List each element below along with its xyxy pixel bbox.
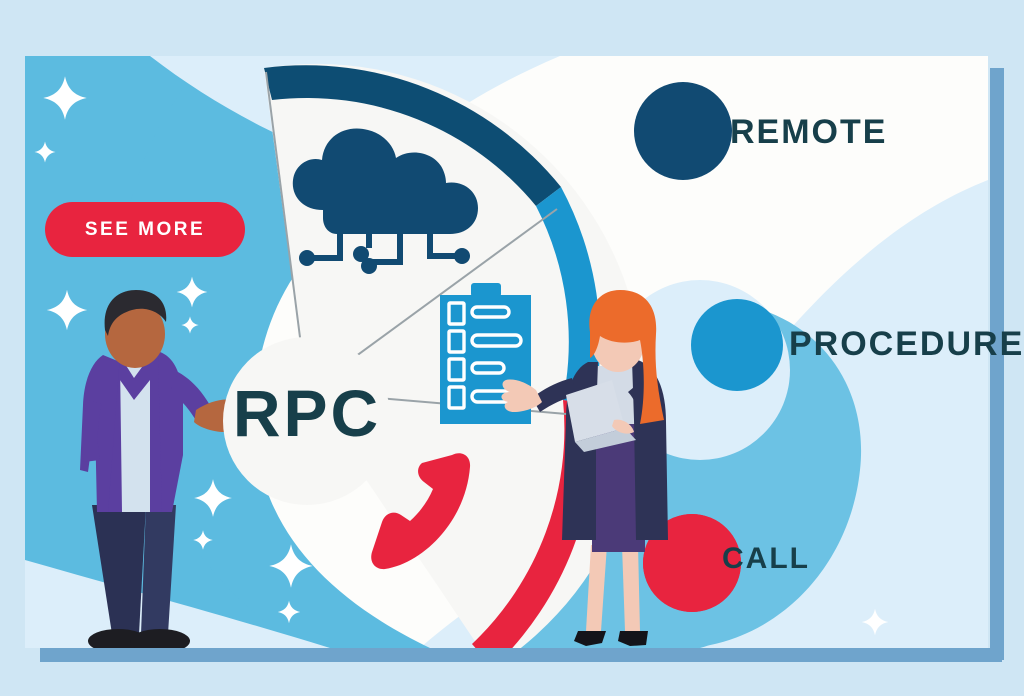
woman-hand-left [501, 379, 542, 412]
panel-shadow-bottom [40, 648, 1002, 662]
cloud-shape [292, 128, 478, 234]
panel-wave-bottomleft [25, 560, 330, 648]
legend-bullet-remote[interactable] [634, 82, 732, 180]
man-leg-left [92, 505, 146, 634]
handset-shape [371, 453, 471, 570]
man-hair [104, 290, 167, 336]
woman-leg-right [622, 545, 640, 631]
legend-label-remote: REMOTE [730, 113, 888, 151]
legend-label-procedure: PROCEDURE [789, 325, 1024, 363]
legend-bullet-procedure[interactable] [691, 299, 783, 391]
man-leg-right [141, 505, 176, 634]
cloud-network-icon[interactable] [292, 128, 478, 274]
man-shoe-right [130, 629, 190, 648]
telephone-handset-icon[interactable] [371, 453, 471, 570]
woman-skirt [592, 420, 645, 552]
panel-shadow-right [990, 68, 1004, 660]
man-head [105, 300, 165, 368]
man-arm-left [81, 400, 102, 462]
laptop-base [575, 428, 636, 452]
cloud-network-lines [313, 234, 456, 265]
laptop-screen[interactable] [566, 380, 625, 442]
rpc-center-label: RPC [232, 376, 382, 450]
woman-leg-left [586, 545, 607, 631]
see-more-button[interactable]: SEE MORE [45, 202, 245, 257]
woman-hand-right [612, 419, 634, 434]
fan-band-procedure[interactable] [536, 187, 601, 405]
legend-label-call: CALL [722, 542, 810, 575]
woman-arm-left [532, 378, 576, 412]
woman-shoe-left [574, 631, 606, 646]
clipboard-clip [471, 283, 501, 297]
woman-hair [589, 290, 664, 424]
rpc-center-circle[interactable] [223, 337, 391, 505]
cloud-network-nodes [299, 246, 470, 274]
man-jacket-lapel [108, 356, 162, 512]
fan-band-remote[interactable] [264, 65, 561, 207]
fan-diagram [264, 63, 645, 668]
fan-band-call[interactable] [472, 400, 595, 668]
character-woman-with-laptop [501, 290, 668, 646]
woman-shoe-right [618, 631, 648, 646]
